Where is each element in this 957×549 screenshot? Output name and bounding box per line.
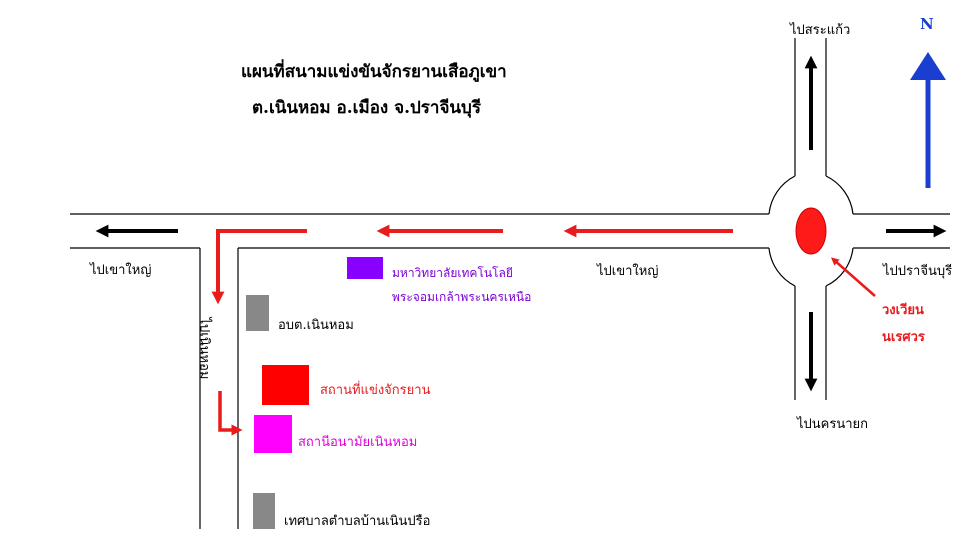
roundabout-label-line2: นเรศวร	[882, 330, 925, 345]
roundabout-center	[795, 207, 827, 255]
map-title-line1: แผนที่สนามแข่งขันจักรยานเสือภูเขา	[241, 62, 507, 82]
side-road-noen-hom	[199, 248, 239, 529]
route-arrow-4	[218, 391, 243, 436]
road-label-nakhon-nayok: ไปนครนายก	[797, 417, 869, 432]
north-arrow-icon	[910, 52, 946, 188]
route-arrow-3	[211, 229, 307, 305]
marker-kmutnb	[347, 257, 383, 279]
marker-sao-noen-hom	[246, 295, 269, 331]
marker-health-station	[254, 415, 292, 453]
place-label-health-station: สถานีอนามัยเนินหอม	[298, 435, 418, 450]
roundabout-label-line1: วงเวียน	[882, 303, 924, 318]
marker-noen-prue-municipality	[253, 493, 275, 529]
place-label-noen-prue-municipality: เทศบาลตำบลบ้านเนินปรือ	[284, 514, 431, 529]
road-label-khao-yai-mid: ไปเขาใหญ่	[597, 264, 659, 279]
marker-race-venue	[262, 365, 309, 405]
place-label-kmutnb-line2: พระจอมเกล้าพระนครเหนือ	[392, 290, 532, 304]
north-south-road	[794, 38, 827, 400]
road-label-prachinburi: ไปปราจีนบุรี	[883, 264, 953, 279]
road-label-khao-yai-left: ไปเขาใหญ่	[90, 263, 152, 278]
place-label-kmutnb-line1: มหาวิทยาลัยเทคโนโลยี	[392, 266, 513, 280]
place-label-sao-noen-hom: อบต.เนินหอม	[278, 318, 354, 333]
main-road	[70, 213, 950, 249]
road-label-noen-hom: ไปเนินหอม	[196, 317, 212, 380]
road-label-la-kaeo: ไปสระแก้ว	[790, 23, 851, 38]
roundabout-pointer	[830, 257, 876, 297]
compass-label: N	[920, 15, 934, 33]
map-title-line2: ต.เนินหอม อ.เมือง จ.ปราจีนบุรี	[252, 98, 481, 118]
place-label-race-venue: สถานที่แข่งจักรยาน	[320, 383, 431, 398]
